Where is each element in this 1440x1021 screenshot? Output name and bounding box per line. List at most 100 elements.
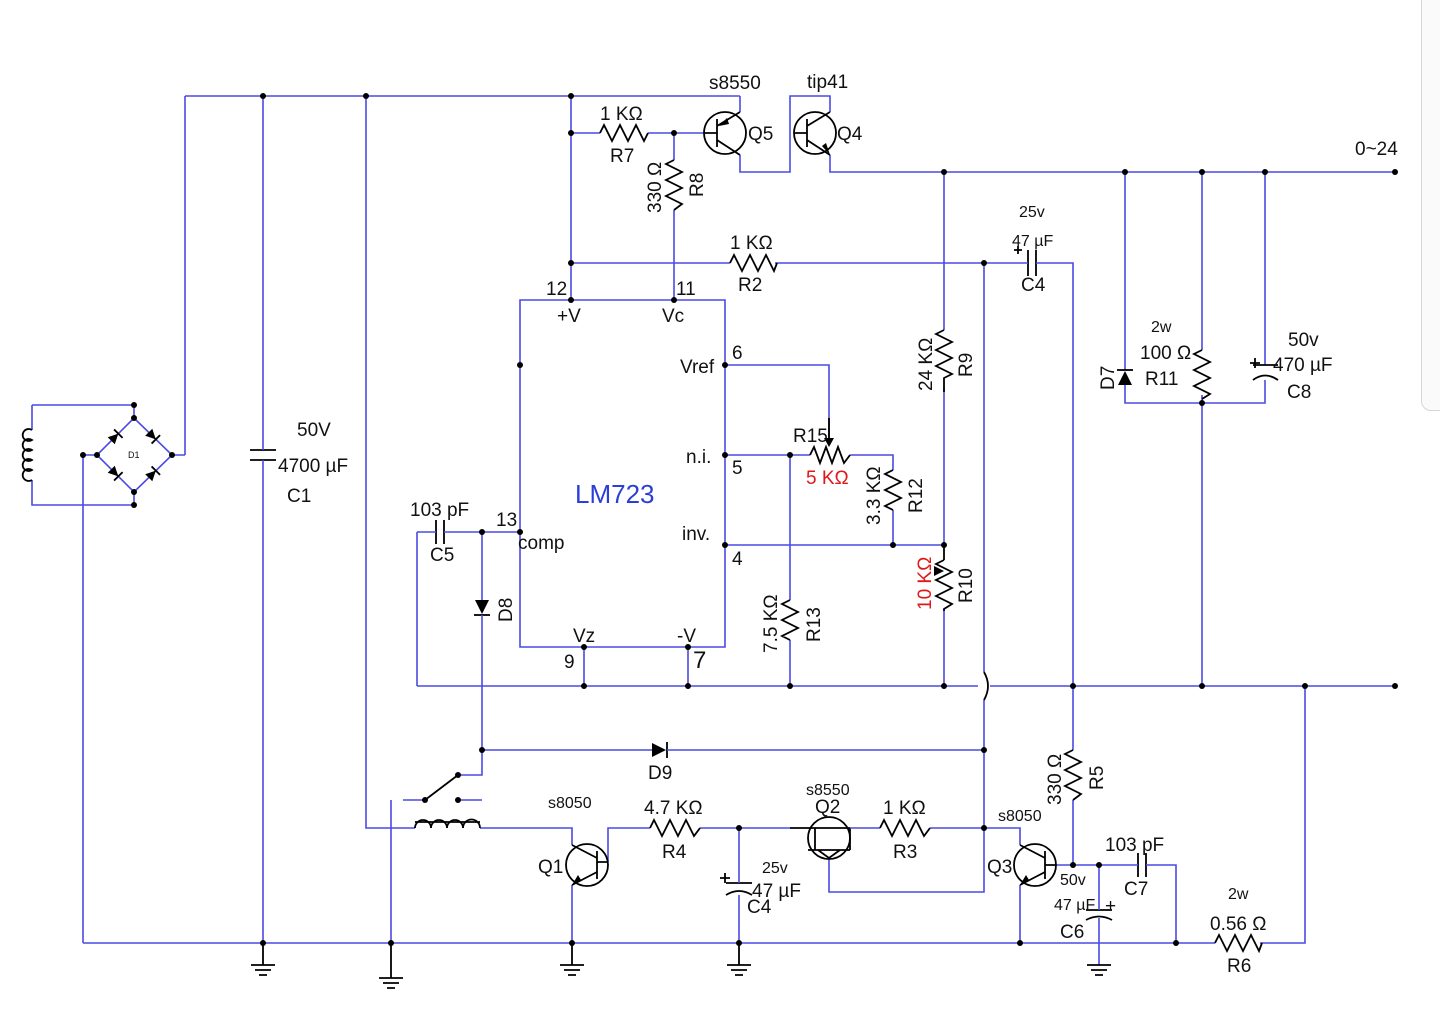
pin-plus-v: +V [557,306,581,327]
transistor-q1 [565,843,609,887]
d9-ref: D9 [648,763,672,784]
pin-inv: inv. [682,524,710,545]
bridge-label: D1 [128,450,140,460]
c6-ref: C6 [1060,922,1084,943]
pin-5: 5 [732,458,743,479]
c8-volt: 50v [1288,330,1319,351]
c1-ref: C1 [287,486,311,507]
d7-ref: D7 [1098,366,1119,390]
side-panel-edge[interactable] [1421,0,1440,411]
r13-ref: R13 [804,607,825,642]
c4-bottom-value: 47 µF [752,881,801,902]
pin-7: 7 [693,647,706,674]
pin-vc: Vc [662,306,684,327]
c4-top-value: 47 µF [1012,233,1053,250]
c5-value: 103 pF [410,500,469,521]
c7-value: 103 pF [1105,835,1164,856]
pin-minus-v: -V [677,626,696,647]
r15-value: 5 KΩ [806,468,849,489]
potentiometer-r10 [933,545,955,611]
resistor-r5 [1062,749,1084,801]
q2-type: s8550 [806,782,850,799]
r8-value: 330 Ω [645,162,666,213]
r15-ref: R15 [793,426,828,447]
c4-top-volt: 25v [1019,204,1045,221]
diode-d9 [640,742,670,758]
c5-ref: C5 [430,545,454,566]
ground-icon [560,943,584,976]
ground-icon [251,943,275,976]
r9-ref: R9 [956,353,977,377]
r10-value: 10 KΩ [915,557,936,610]
c4-bottom-ref: C4 [747,897,772,918]
wires [31,95,1395,965]
r4-value: 4.7 KΩ [644,798,703,819]
c4-bottom-volt: 25v [762,860,788,877]
r11-ref: R11 [1145,369,1178,390]
r11-power: 2w [1151,319,1172,336]
transistor-q3 [1013,843,1057,887]
r10-ref: R10 [956,568,977,603]
capacitor-c7 [1130,853,1160,877]
diode-d7 [1117,369,1133,385]
resistor-r9 [933,329,955,392]
resistor-r13 [779,599,801,641]
q1-ref: Q1 [538,857,563,878]
r5-ref: R5 [1087,766,1108,790]
ground-icon [1087,964,1111,976]
r3-ref: R3 [893,842,917,863]
q4-type: tip41 [807,72,848,93]
q5-type: s8550 [709,73,761,94]
chip-name: LM723 [575,479,655,509]
resistor-r3 [879,817,931,839]
c8-value: 470 µF [1273,355,1333,376]
bridge-rectifier: D1 [107,428,161,482]
r7-value: 1 KΩ [600,104,643,125]
resistor-r4 [649,817,701,839]
transistor-q4 [793,111,837,156]
ground-icon [379,943,403,989]
r3-value: 1 KΩ [883,798,926,819]
c6-volt: 50v [1060,872,1086,889]
resistor-r2 [729,252,778,274]
transformer-coil-icon [21,428,34,482]
pin-11: 11 [676,279,696,300]
q5-ref: Q5 [748,124,773,145]
r6-power: 2w [1228,886,1249,903]
d8-ref: D8 [496,598,517,622]
pin-comp: comp [518,533,564,554]
c8-ref: C8 [1287,382,1311,403]
resistor-r12 [882,469,904,511]
q3-type: s8050 [998,808,1042,825]
r2-ref: R2 [738,275,762,296]
q3-ref: Q3 [987,857,1012,878]
pin-9: 9 [564,652,575,673]
c6-plus: + [1105,896,1116,917]
resistor-r7 [599,122,649,144]
labels: LM723 12 11 +V Vc 6 Vref 5 n.i. 4 inv. 1… [278,72,1398,977]
pin-6: 6 [732,343,743,364]
q4-ref: Q4 [837,124,863,145]
c6-value: 47 µF [1054,897,1095,914]
q1-type: s8050 [548,795,592,812]
ground-icon [727,943,751,976]
pin-12: 12 [546,279,567,300]
r5-value: 330 Ω [1045,754,1066,805]
capacitor-c8 [1250,358,1279,381]
c1-value: 4700 µF [278,456,348,477]
r13-value: 7.5 KΩ [761,594,782,653]
capacitor-c4-top [1014,246,1050,276]
pin-ni: n.i. [686,447,711,468]
capacitor-c6 [1085,892,1113,921]
capacitor-c1 [250,440,276,470]
r12-ref: R12 [906,478,927,513]
diode-d8 [474,590,490,620]
r4-ref: R4 [662,842,687,863]
c1-volt: 50V [297,420,331,441]
ground-icons [251,943,1111,989]
relay [414,774,481,829]
wire-crossover [983,671,989,701]
potentiometer-r15 [809,418,851,466]
c4-top-ref: C4 [1021,275,1046,296]
